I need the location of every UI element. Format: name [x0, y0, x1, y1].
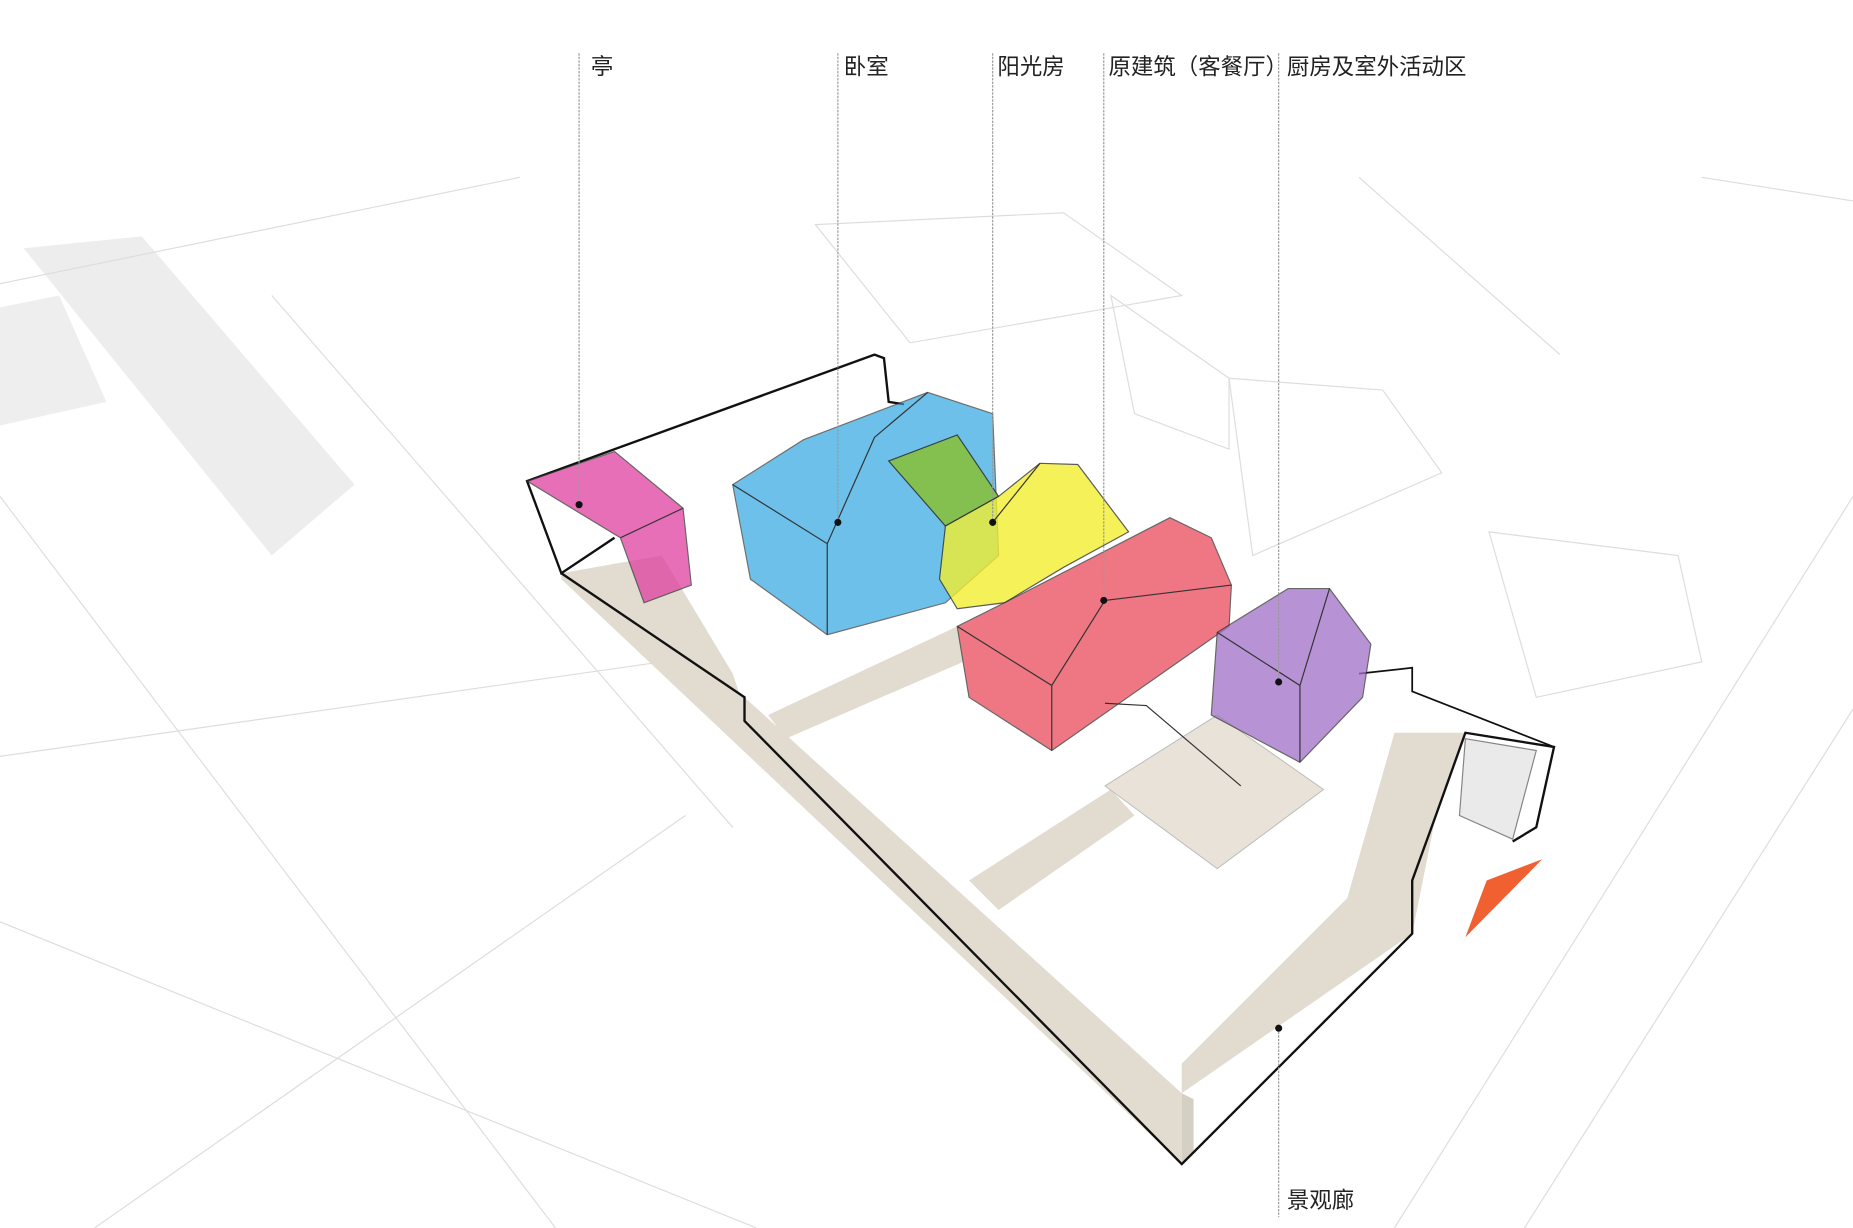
label-bedroom: 卧室 — [844, 55, 889, 81]
kitchen-volume — [1210, 588, 1372, 764]
path-lower — [969, 789, 1135, 911]
label-kitchen-outdoor: 厨房及室外活动区 — [1287, 55, 1467, 81]
gate — [1458, 737, 1538, 840]
context-sketch — [0, 176, 1853, 1228]
label-sunroom: 阳光房 — [997, 55, 1064, 81]
label-landscape-corridor: 景观廊 — [1287, 1188, 1354, 1214]
walls-and-paths — [561, 555, 1466, 1165]
landscape-corridor-wall — [561, 573, 1182, 1165]
pavilion-volume — [525, 450, 692, 604]
leader-lines — [575, 53, 1283, 1218]
path-upper — [768, 626, 964, 739]
sunroom-volume — [887, 434, 1130, 610]
outdoor-pad — [1104, 714, 1325, 870]
label-original-building: 原建筑（客餐厅） — [1108, 55, 1288, 81]
label-pavilion: 亭 — [591, 55, 613, 81]
north-arrow-icon — [1465, 859, 1543, 938]
